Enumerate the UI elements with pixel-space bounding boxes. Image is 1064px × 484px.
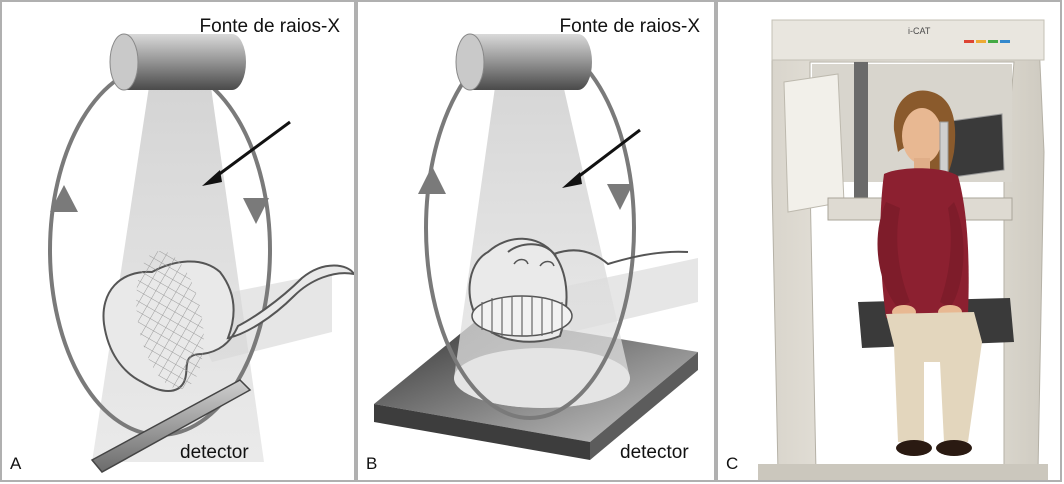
xray-source-cylinder <box>470 34 592 90</box>
panel-a: Fonte de raios-X detector A <box>0 0 356 482</box>
face <box>902 108 942 164</box>
trousers <box>886 312 982 442</box>
panel-letter-a: A <box>10 454 21 474</box>
tube-housing <box>784 74 844 212</box>
right-shoe <box>936 440 972 456</box>
cbct-diagram-b <box>358 2 716 482</box>
panel-b: Fonte de raios-X detector B <box>356 0 716 482</box>
cbct-diagram-a <box>2 2 356 482</box>
orbit-arrow-up <box>418 166 446 194</box>
panel-c: i-CAT C <box>716 0 1062 482</box>
pointer-arrow <box>214 122 290 178</box>
xray-source-label: Fonte de raios-X <box>560 16 700 38</box>
panel-letter-c: C <box>726 454 738 474</box>
brand-logo: i-CAT <box>908 26 931 36</box>
control-column <box>854 62 868 212</box>
detector-label: detector <box>620 442 689 464</box>
cbct-machine-photo: i-CAT <box>718 2 1062 482</box>
panel-letter-b: B <box>366 454 377 474</box>
machine-base <box>758 464 1048 482</box>
xray-source-label: Fonte de raios-X <box>200 16 340 38</box>
left-shoe <box>896 440 932 456</box>
orbit-arrow-down <box>243 198 269 224</box>
orbit-arrow-down <box>607 184 633 210</box>
detector-label: detector <box>180 442 249 464</box>
xray-source-cylinder <box>124 34 246 90</box>
